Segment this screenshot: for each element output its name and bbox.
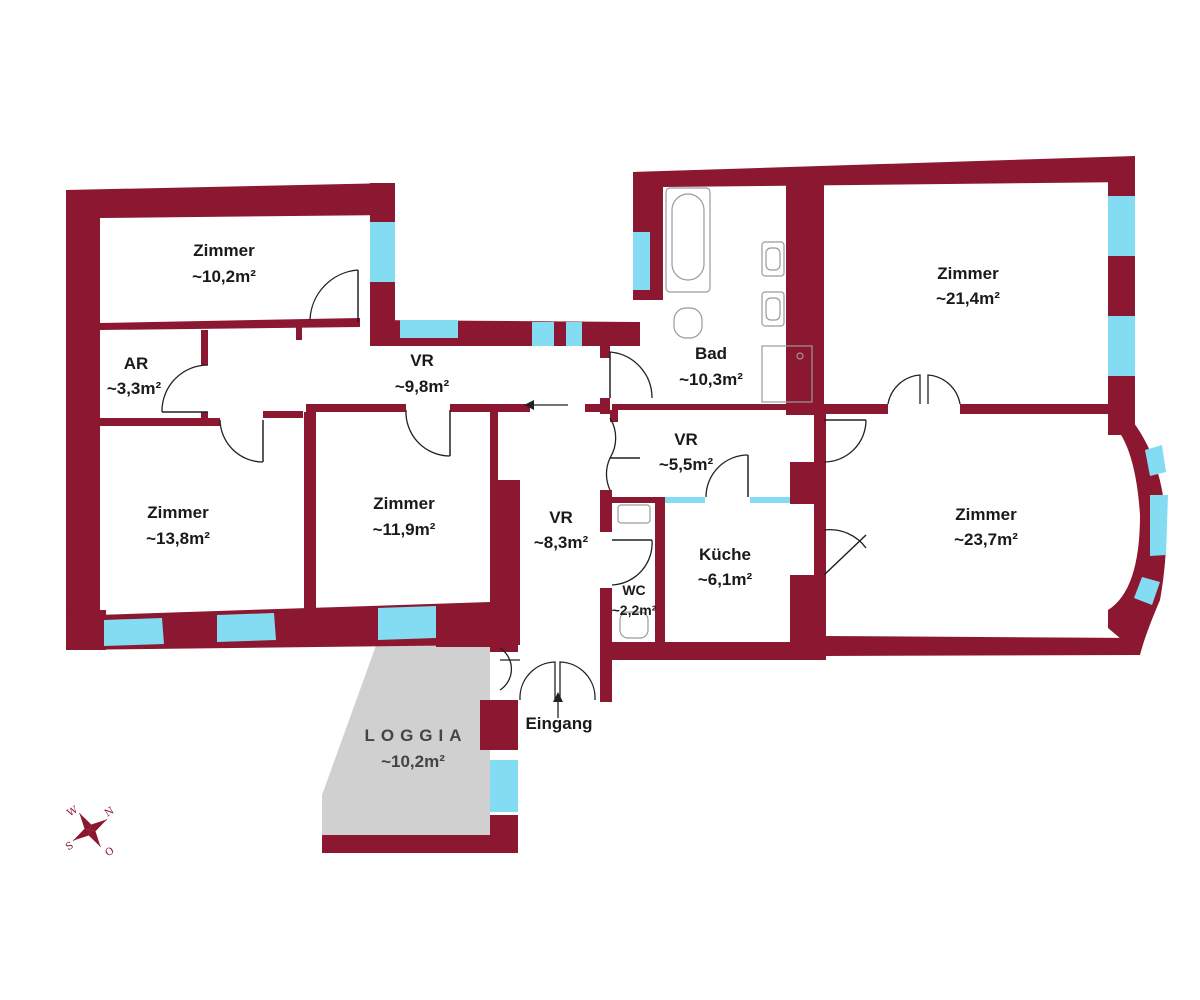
room-zimmer-e-name: Zimmer	[955, 505, 1017, 524]
entrance-label: Eingang	[525, 714, 592, 733]
room-zimmer-a-name: Zimmer	[193, 241, 255, 260]
compass-o: O	[103, 846, 116, 860]
room-zimmer-c-name: Zimmer	[373, 494, 435, 513]
room-bad-name: Bad	[695, 344, 727, 363]
room-vr-c-area: ~5,5m²	[659, 455, 714, 474]
compass-s: S	[64, 840, 76, 853]
room-zimmer-e-area: ~23,7m²	[954, 530, 1018, 549]
room-zimmer-d-name: Zimmer	[937, 264, 999, 283]
room-labels: Zimmer ~10,2m² AR ~3,3m² VR ~9,8m² Zimme…	[107, 241, 1018, 771]
walls	[66, 156, 1167, 853]
doors	[161, 269, 961, 701]
room-wc-name: WC	[622, 582, 645, 598]
room-bad-area: ~10,3m²	[679, 370, 743, 389]
room-ar-name: AR	[124, 354, 149, 373]
room-ar-area: ~3,3m²	[107, 379, 162, 398]
room-vr-c-name: VR	[674, 430, 698, 449]
room-zimmer-a-area: ~10,2m²	[192, 267, 256, 286]
room-zimmer-b-name: Zimmer	[147, 503, 209, 522]
room-kueche-area: ~6,1m²	[698, 570, 753, 589]
room-loggia-name: LOGGIA	[364, 726, 467, 745]
room-vr-b-name: VR	[549, 508, 573, 527]
room-kueche-name: Küche	[699, 545, 751, 564]
windows	[104, 196, 1168, 812]
room-wc-area: ~2,2m²	[612, 602, 657, 618]
room-vr-a-name: VR	[410, 351, 434, 370]
compass-w: W	[66, 804, 81, 819]
compass-n: N	[103, 805, 116, 819]
loggia-floor	[322, 640, 490, 835]
room-zimmer-d-area: ~21,4m²	[936, 289, 1000, 308]
room-vr-a-area: ~9,8m²	[395, 377, 450, 396]
compass-rose: W N S O	[64, 804, 117, 860]
room-vr-b-area: ~8,3m²	[534, 533, 589, 552]
room-loggia-area: ~10,2m²	[381, 752, 445, 771]
direction-arrows	[524, 400, 568, 718]
room-zimmer-b-area: ~13,8m²	[146, 529, 210, 548]
sanitary-fixtures	[617, 187, 813, 639]
room-zimmer-c-area: ~11,9m²	[373, 520, 436, 539]
